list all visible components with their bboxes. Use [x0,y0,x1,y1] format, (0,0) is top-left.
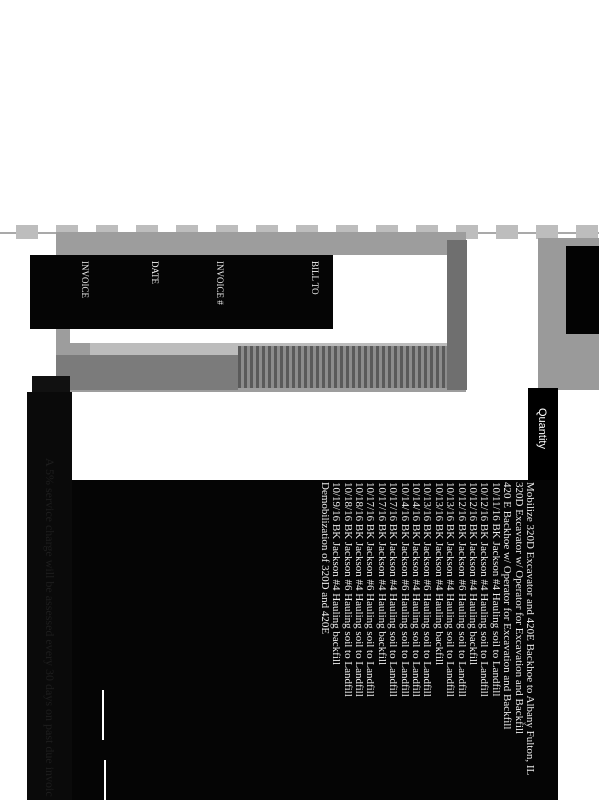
line-item-description: 420 E Backhoe w/ Operator for Excavation… [501,482,514,730]
line-item-description: 10/19/16 BK Jackson #4 Hauling backfill [330,482,343,666]
line-item-description: 10/17/16 BK Jackson #4 Hauling soil to L… [387,482,400,697]
rule-tick [536,225,558,239]
header-hatch [238,346,450,388]
quantity-header-cell [528,388,558,480]
header-side-bar [447,240,467,390]
line-item-description: 10/13/16 BK Jackson #4 Hauling backfill [432,482,445,666]
line-item-description: 320D Excavator w/ Operator for Excavatio… [512,482,525,734]
invoice-header-block: INVOICE DATE INVOICE # BILL TO [30,255,333,329]
line-item-description: 10/14/16 BK Jackson #6 Hauling soil to L… [398,482,411,697]
line-item-description: 10/14/16 BK Jackson #4 Hauling soil to L… [410,482,422,697]
line-item-description: 10/17/16 BK Jackson #6 Hauling soil to L… [364,482,377,697]
line-item-description: 10/13/16 BK Jackson #6 Hauling soil to L… [421,482,434,697]
rule-tick [496,225,518,239]
line-item-description: 10/13/16 BK Jackson #4 Hauling soil to L… [444,482,457,697]
rule-tick [16,225,38,239]
header-label: INVOICE # [215,261,225,305]
table-divider [102,690,104,740]
header-label: BILL TO [310,261,320,295]
table-divider [104,760,106,800]
line-items-table [72,480,558,800]
left-marker [32,376,70,392]
service-charge-note: A 5% service charge will be assessed eve… [43,458,57,797]
header-label: DATE [150,261,160,284]
line-item-description: 10/18/16 BK Jackson #4 Hauling soil to L… [353,482,365,697]
line-item-description: 10/12/16 BK Jackson #4 Hauling soil to L… [478,482,491,697]
rule-tick [576,225,598,239]
column-header-quantity: Quantity [536,408,548,449]
header-label: INVOICE [80,261,90,298]
line-item-description: Demobilization of 320D and 420E [318,482,331,635]
line-item-description: 10/17/16 BK Jackson #4 Hauling backfill [375,482,388,666]
line-item-description: 10/12/16 BK Jackson #4 Hauling backfill [467,482,479,666]
line-item-description: 10/18/16 BK Jackson #6 Hauling soil to L… [341,482,354,697]
right-header-block [566,246,599,334]
line-item-description: Mobilize 320D Excavator and 420E Backhoe… [524,482,536,776]
header-dark-band [56,355,238,390]
footer-band [27,392,72,800]
line-item-description: 10/11/16 BK Jackson #4 Hauling soil to L… [489,482,502,697]
line-item-description: 10/12/16 BK Jackson #6 Hauling soil to L… [455,482,468,697]
